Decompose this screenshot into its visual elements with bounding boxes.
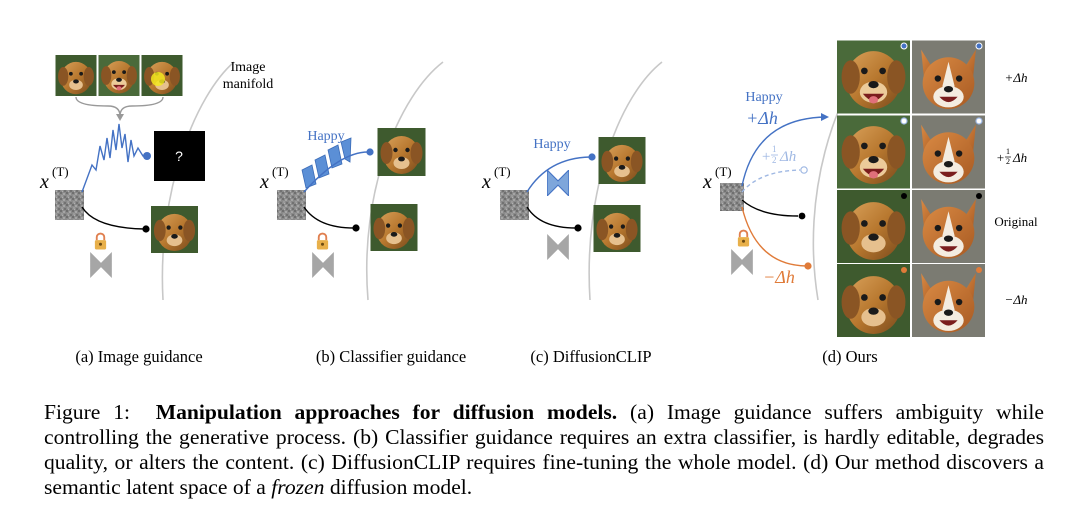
attribute-label: Happy <box>533 137 570 152</box>
noisy-guidance-path <box>81 123 147 193</box>
lock-icon <box>736 229 751 247</box>
noise-image <box>55 190 84 220</box>
panel-d-caption: (d) Ours <box>822 347 877 366</box>
figure-caption: Figure 1: Manipulation approaches for di… <box>44 400 1044 500</box>
panel-b: Happy x (T) (b) Classifier guidance <box>259 61 466 366</box>
svg-text:Δh: Δh <box>1012 150 1027 165</box>
original-path <box>741 199 799 217</box>
edited-image <box>377 128 426 176</box>
panel-c-caption: (c) DiffusionCLIP <box>530 347 651 366</box>
original-path <box>526 206 577 229</box>
panel-b-caption: (b) Classifier guidance <box>316 347 466 366</box>
manifold-label-line2: manifold <box>223 77 274 92</box>
attribute-label: Happy <box>745 90 782 105</box>
edited-image <box>598 137 646 184</box>
corgi-row-3 <box>912 190 985 263</box>
classifier-icon <box>301 137 352 189</box>
svg-text:2: 2 <box>772 155 777 165</box>
output-image <box>151 206 198 253</box>
golden-row-1 <box>837 40 910 114</box>
output-image <box>370 204 418 251</box>
golden-row-3 <box>837 190 910 263</box>
x-T-sup: (T) <box>715 164 732 179</box>
svg-text:+: + <box>996 150 1005 165</box>
panel-c: Happy x (T) (c) DiffusionCLIP <box>481 61 663 366</box>
manifold-label-line1: Image <box>231 60 266 75</box>
caption-body-1: (a) Image guidance suffers ambiguity whi… <box>44 400 1045 499</box>
noise-image <box>720 183 744 211</box>
merge-arrows <box>75 96 164 117</box>
svg-text:2: 2 <box>1006 157 1010 166</box>
plus-delta-h: +Δh <box>746 108 778 128</box>
unknown-output <box>154 131 205 181</box>
svg-text:+: + <box>761 149 771 165</box>
caption-title: Manipulation approaches for diffusion mo… <box>155 400 618 424</box>
plus-delta-path <box>741 116 827 187</box>
x-T-label: x <box>481 171 491 193</box>
frozen-model-icon <box>312 252 334 278</box>
unknown-mark: ? <box>175 148 183 164</box>
row-label-half: + 1 2 Δh <box>996 147 1027 166</box>
svg-text:Δh: Δh <box>779 149 796 165</box>
finetuned-model-icon <box>547 170 569 196</box>
minus-delta-h: −Δh <box>763 267 795 287</box>
svg-text:1: 1 <box>1006 147 1010 156</box>
results-grid <box>837 40 985 337</box>
row-label-minus: −Δh <box>1005 292 1028 307</box>
row-label-original: Original <box>994 214 1038 229</box>
golden-row-4 <box>837 264 910 337</box>
lock-icon <box>315 232 330 250</box>
x-T-label: x <box>39 171 49 193</box>
output-image <box>593 205 641 252</box>
frozen-model-icon <box>90 252 112 278</box>
corgi-row-4 <box>912 264 985 337</box>
frozen-model-icon <box>731 249 753 275</box>
x-T-sup: (T) <box>52 164 69 179</box>
model-icon <box>547 234 569 260</box>
lock-icon <box>93 232 108 250</box>
caption-body-2: diffusion model. <box>324 475 473 499</box>
noise-image <box>500 190 529 220</box>
corgi-row-2 <box>912 115 985 189</box>
panel-a: Image manifold x (T) ? (a) Image guidanc… <box>39 55 273 366</box>
minus-delta-path <box>741 206 807 267</box>
x-T-sup: (T) <box>494 164 511 179</box>
panel-d: Happy +Δh + 1 2 Δh x (T) −Δh <box>702 40 1038 366</box>
half-delta-h: + 1 2 Δh <box>761 144 796 165</box>
original-path <box>81 206 145 230</box>
panel-a-caption: (a) Image guidance <box>75 347 202 366</box>
original-path <box>303 206 355 229</box>
corgi-row-1 <box>912 40 985 114</box>
reference-images <box>55 55 183 96</box>
x-T-label: x <box>259 171 269 193</box>
caption-emphasis: frozen <box>271 475 325 499</box>
figure-number: Figure 1: <box>44 400 131 424</box>
svg-text:1: 1 <box>772 144 777 154</box>
finetuned-path <box>526 156 591 193</box>
noise-image <box>277 190 306 220</box>
x-T-sup: (T) <box>272 164 289 179</box>
x-T-label: x <box>702 171 712 193</box>
manifold-curve <box>366 61 444 301</box>
row-label-plus: +Δh <box>1005 70 1028 85</box>
half-delta-path <box>741 169 801 193</box>
guided-path <box>303 151 369 193</box>
golden-row-2 <box>837 115 910 189</box>
attribute-label: Happy <box>307 129 344 144</box>
